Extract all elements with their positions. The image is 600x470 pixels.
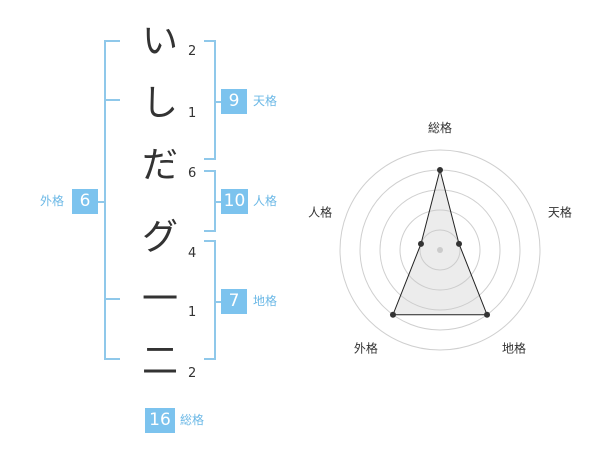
- name-char-4: グ: [141, 217, 178, 258]
- stroke-count-1: 2: [188, 44, 197, 59]
- soukaku-badge: 16: [145, 408, 175, 433]
- radar-point: [417, 240, 424, 247]
- radar-axis-label: 総格: [428, 120, 452, 135]
- jinkaku-label: 人格: [253, 194, 278, 208]
- gaikaku-label: 外格: [40, 194, 65, 208]
- jinkaku-bracket-tick: [204, 230, 216, 232]
- radar-grid-ring: [379, 189, 501, 311]
- stroke-count-5: 1: [188, 305, 197, 320]
- radar-axis-label: 地格: [502, 341, 526, 356]
- jinkaku-bracket-connector: [214, 201, 222, 203]
- outer-bracket-connector: [97, 201, 105, 203]
- jinkaku-bracket-tick: [204, 170, 216, 172]
- radar-center-point: [437, 247, 443, 253]
- radar-axis-label: 天格: [548, 204, 572, 219]
- name-char-2: し: [141, 83, 178, 124]
- name-char-3: だ: [141, 145, 178, 186]
- radar-point: [389, 311, 396, 318]
- radar-value-polygon: [392, 169, 488, 316]
- radar-grid-ring: [339, 149, 541, 351]
- stroke-count-6: 2: [188, 366, 197, 381]
- chikaku-bracket-tick: [204, 358, 216, 360]
- radar-point: [456, 240, 463, 247]
- outer-bracket-vertical: [104, 40, 106, 360]
- stroke-count-4: 4: [188, 246, 197, 261]
- chikaku-badge: 7: [221, 289, 247, 314]
- chikaku-bracket-connector: [214, 301, 222, 303]
- name-char-1: い: [141, 21, 178, 62]
- tenkaku-bracket-connector: [214, 101, 222, 103]
- chikaku-bracket-vertical: [214, 240, 216, 360]
- tenkaku-label: 天格: [253, 94, 278, 108]
- radar-grid-ring: [419, 229, 461, 271]
- jinkaku-badge: 10: [221, 189, 248, 214]
- name-char-5: 一: [141, 279, 178, 320]
- radar-axis-label: 外格: [354, 341, 378, 356]
- name-char-6: 二: [141, 341, 178, 382]
- radar-point: [484, 311, 491, 318]
- outer-bracket-tick: [104, 40, 120, 42]
- soukaku-label: 総格: [180, 413, 205, 427]
- tenkaku-bracket-tick: [204, 40, 216, 42]
- radar-grid-ring: [399, 209, 481, 291]
- tenkaku-badge: 9: [221, 89, 247, 114]
- radar-polygon-layer: [392, 169, 488, 316]
- radar-points-layer: [389, 167, 491, 318]
- tenkaku-bracket-vertical: [214, 40, 216, 160]
- radar-point: [437, 167, 443, 173]
- stroke-count-2: 1: [188, 106, 197, 121]
- outer-bracket-tick: [104, 99, 120, 101]
- stroke-count-3: 6: [188, 166, 197, 181]
- gaikaku-badge: 6: [72, 189, 98, 214]
- radar-axis-label: 人格: [308, 204, 332, 219]
- outer-bracket-tick: [104, 298, 120, 300]
- tenkaku-bracket-tick: [204, 158, 216, 160]
- chikaku-bracket-tick: [204, 240, 216, 242]
- outer-bracket-tick: [104, 358, 120, 360]
- chikaku-label: 地格: [253, 294, 278, 308]
